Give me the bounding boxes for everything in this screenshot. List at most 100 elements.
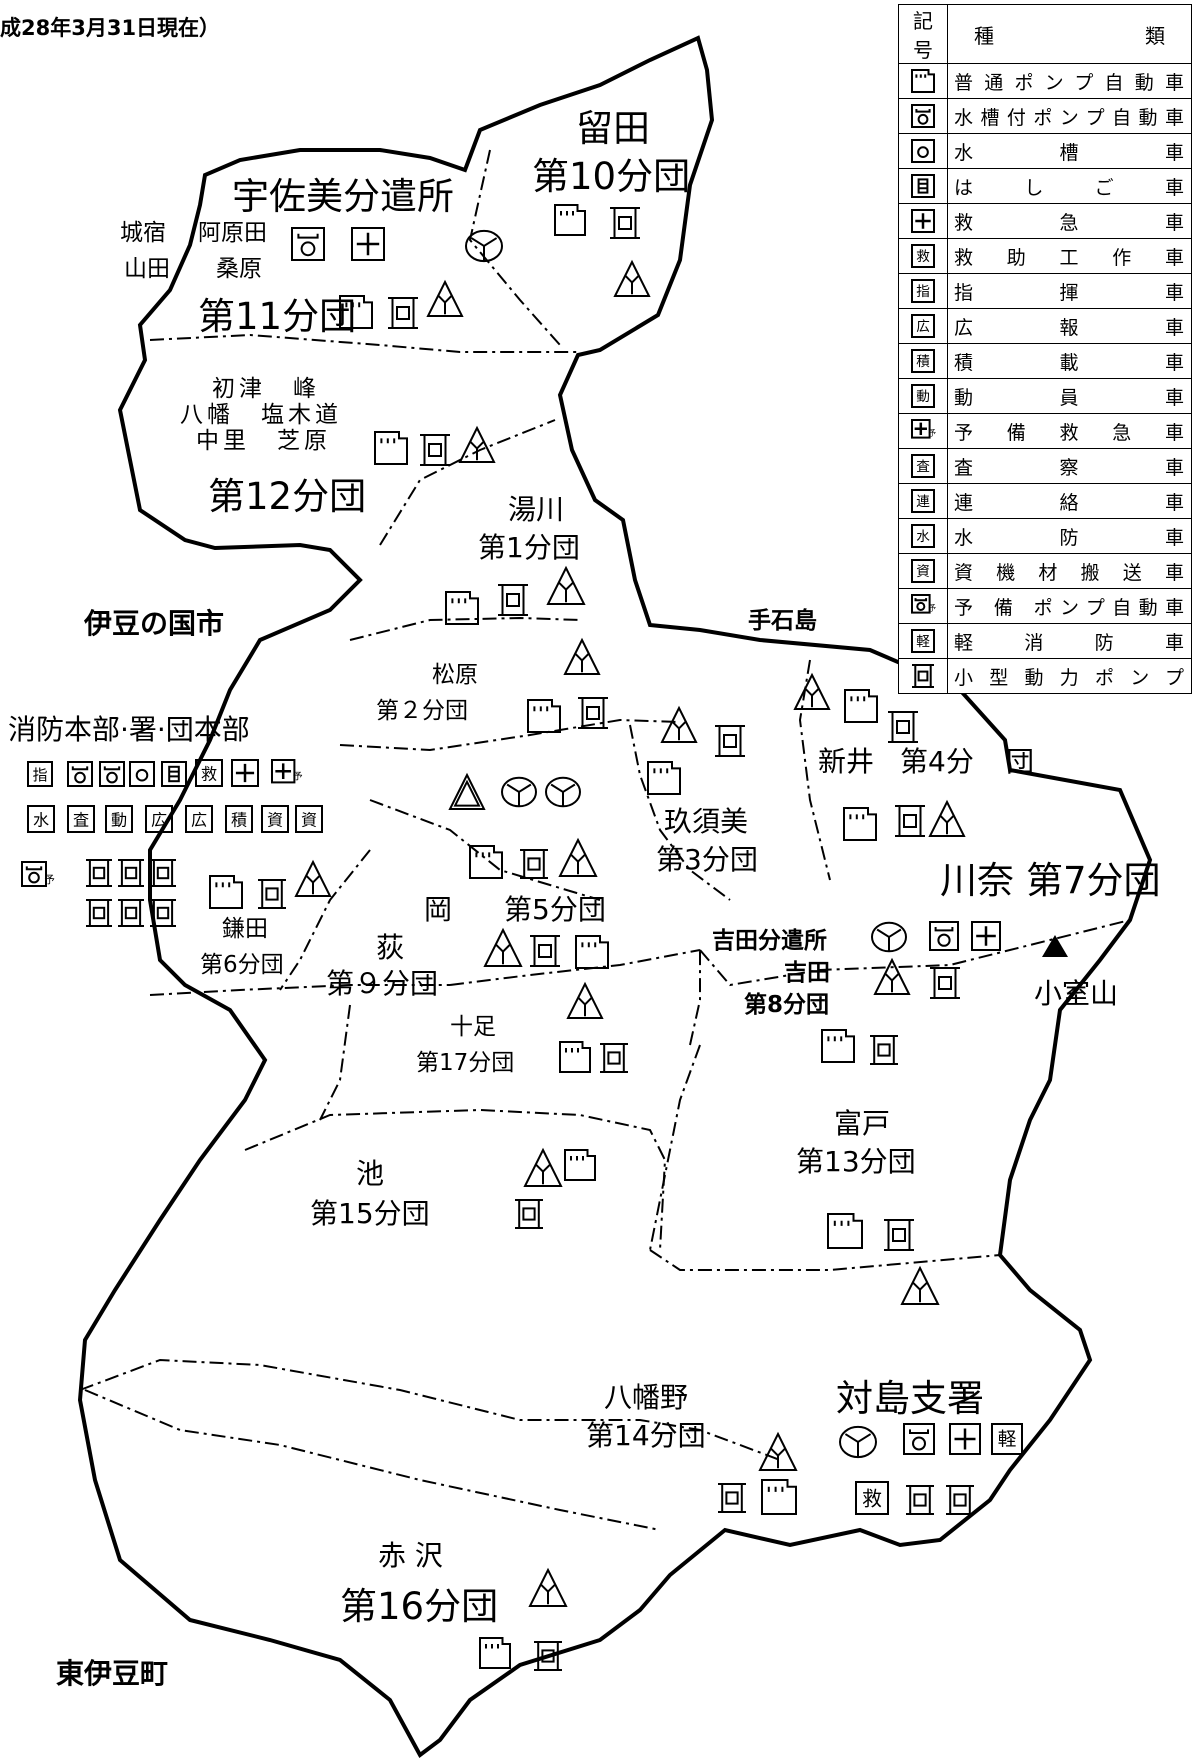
station-icon: [871, 921, 907, 953]
flood-control-car-icon: 水: [911, 524, 935, 548]
legend-symbol: [898, 168, 948, 204]
portable-pump-icon: [906, 1485, 934, 1515]
area-yamada: 山田: [124, 256, 170, 282]
unit-oka: 第5分団: [504, 893, 606, 926]
hydrant-icon: [558, 837, 598, 877]
portable-pump-icon: [530, 935, 560, 967]
portable-pump-icon: [946, 1485, 974, 1515]
svg-text:資: 資: [301, 811, 317, 830]
flood-control-car-icon: 水: [27, 805, 55, 833]
portable-pump-icon: [578, 697, 608, 729]
hydrant-icon: [546, 565, 586, 605]
unit-kawana: 第7分団: [1026, 859, 1161, 902]
pump-truck-icon: [374, 431, 408, 465]
mountain-omuroyama: 小室山: [1034, 977, 1119, 1010]
svg-text:積: 積: [916, 354, 930, 370]
svg-text:資: 資: [916, 564, 930, 580]
legend-symbol: 軽: [898, 623, 948, 659]
area-unit12-line2: 八幡 塩木道: [180, 402, 342, 428]
unit-ogi: 第９分団: [326, 967, 439, 1000]
pump-truck-icon: [844, 689, 878, 723]
portable-pump-icon: [86, 899, 112, 927]
legend-label: 資 機 材 搬 送 車: [947, 553, 1192, 589]
legend-row: 予 予 備 ポンプ自動車: [898, 588, 1192, 624]
branch-taishima: 対島支署: [836, 1377, 984, 1420]
pump-truck-icon: [843, 807, 877, 841]
reserve-pump-truck-icon: 予: [21, 861, 55, 887]
svg-text:予: 予: [44, 874, 55, 886]
pump-truck-icon: [821, 1029, 855, 1063]
unit-arai-tail: 団: [1006, 745, 1035, 778]
equipment-transport-icon: 資: [911, 559, 935, 583]
hydrant-icon: [873, 957, 911, 995]
hydrant-icon: [613, 259, 651, 297]
inspection-car-icon: 査: [67, 805, 95, 833]
portable-pump-icon: [610, 207, 640, 239]
hydrant-icon: [660, 705, 698, 743]
legend-row: 連連 絡 車: [898, 483, 1192, 519]
unit-totari: 第17分団: [416, 1050, 515, 1076]
liaison-car-icon: 連: [911, 489, 935, 513]
portable-pump-icon: [715, 725, 745, 757]
legend-row: 軽軽 消 防 車: [898, 623, 1192, 659]
pump-truck-icon: [339, 295, 373, 329]
svg-text:広: 広: [151, 811, 167, 830]
unit-12: 第12分団: [208, 475, 367, 518]
legend-row: は し ご 車: [898, 168, 1192, 204]
portable-pump-icon: [150, 859, 176, 887]
mobilization-car-icon: 動: [911, 384, 935, 408]
unit-akazawa: 第16分団: [340, 1585, 499, 1628]
portable-pump-icon: [498, 584, 528, 616]
portable-pump-icon: [912, 664, 934, 688]
legend-symbol: 連: [898, 483, 948, 519]
unit-matsubara: 第２分団: [376, 698, 468, 724]
water-tank-truck-icon: [129, 761, 155, 787]
legend-header: 記号 種 類: [898, 4, 1192, 64]
reserve-ambulance-icon: 予: [911, 419, 936, 439]
portable-pump-icon: [118, 859, 144, 887]
equipment-transport-icon: 資: [261, 805, 289, 833]
ladder-truck-icon: [161, 761, 187, 787]
area-ajirota: 阿原田: [198, 220, 267, 246]
svg-text:予: 予: [928, 604, 936, 613]
pump-truck-icon: [469, 845, 503, 879]
portable-pump-icon: [884, 1219, 914, 1251]
legend-symbol: 動: [898, 378, 948, 414]
svg-text:動: 動: [111, 811, 127, 830]
portable-pump-icon: [150, 899, 176, 927]
cargo-truck-icon: 積: [225, 805, 253, 833]
hydrant-icon: [928, 799, 966, 837]
hydrant-icon: [523, 1147, 563, 1187]
legend-col-type: 種 類: [947, 4, 1192, 64]
svg-text:査: 査: [916, 459, 930, 475]
area-name-yawatano: 八幡野: [604, 1381, 689, 1414]
rescue-truck-icon: 救: [855, 1481, 889, 1515]
legend-row: 積積 載 車: [898, 343, 1192, 379]
pump-truck-icon: [911, 69, 935, 93]
legend-label: 救 急 車: [947, 203, 1192, 239]
svg-text:広: 広: [916, 319, 930, 335]
legend-label: 水 槽 車: [947, 133, 1192, 169]
legend-label: 普通ポンプ自動車: [947, 63, 1192, 99]
rescue-truck-icon: 救: [911, 244, 935, 268]
legend-table: 記号 種 類 普通ポンプ自動車水槽付ポンプ自動車水 槽 車は し ご 車救 急 …: [898, 4, 1192, 694]
legend-row: 救救 助 工 作 車: [898, 238, 1192, 274]
legend-row: 水水 防 車: [898, 518, 1192, 554]
portable-pump-icon: [895, 805, 925, 837]
unit-11: 第11分団: [198, 295, 357, 338]
legend-row: 救 急 車: [898, 203, 1192, 239]
station-icon: [545, 776, 581, 808]
legend-label: 予 備 ポンプ自動車: [947, 588, 1192, 624]
portable-pump-icon: [515, 1199, 543, 1229]
legend-symbol: 水: [898, 518, 948, 554]
area-name-yoshida: 吉田: [784, 960, 830, 986]
command-car-icon: 指: [27, 761, 53, 787]
hydrant-icon: [566, 981, 604, 1019]
area-name-tomeda: 留田: [576, 107, 650, 150]
pump-truck-icon: [209, 875, 243, 909]
area-name-arai: 新井: [818, 745, 875, 778]
hydrant-icon: [458, 425, 496, 463]
light-fire-truck-icon: 軽: [991, 1423, 1023, 1455]
pump-truck-icon: [827, 1213, 863, 1249]
legend-label: 救 助 工 作 車: [947, 238, 1192, 274]
